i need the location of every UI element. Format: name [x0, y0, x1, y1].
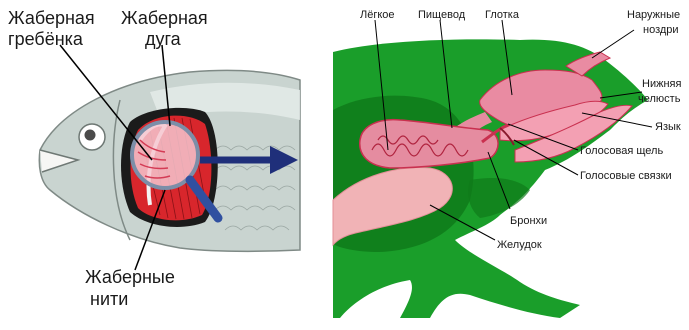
label-gill-rakers-line1: Жаберная — [8, 8, 95, 28]
label-gill-filaments-line2: нити — [90, 289, 128, 309]
label-glottis: Голосовая щель — [580, 145, 663, 157]
frog-diagram: Лёгкое Пищевод Глотка Наружные ноздри Ни… — [333, 9, 685, 318]
label-pharynx: Глотка — [485, 9, 520, 21]
label-gill-filaments: Жаберные нити — [85, 267, 180, 309]
label-gill-rakers-line2: гребёнка — [8, 29, 84, 49]
fish-pupil — [85, 130, 96, 141]
label-gill-arch-line1: Жаберная — [121, 8, 208, 28]
label-bronchi: Бронхи — [510, 215, 547, 227]
label-lung: Лёгкое — [360, 9, 395, 21]
fish-diagram: Жаберная гребёнка Жаберная дуга Жаберные… — [8, 8, 300, 309]
label-nostrils: Наружные ноздри — [627, 9, 683, 36]
label-tongue: Язык — [655, 121, 681, 133]
label-lower-jaw-line1: Нижняя — [642, 78, 681, 90]
label-stomach: Желудок — [497, 239, 542, 251]
label-gill-rakers: Жаберная гребёнка — [8, 8, 100, 49]
frog-leg-shadow — [468, 178, 530, 218]
label-esophagus: Пищевод — [418, 9, 466, 21]
label-gill-arch-line2: дуга — [145, 29, 182, 49]
label-gill-arch: Жаберная дуга — [121, 8, 213, 49]
label-vocal-cords: Голосовые связки — [580, 170, 672, 182]
label-nostrils-line1: Наружные — [627, 9, 680, 21]
label-lower-jaw: Нижняя челюсть — [638, 78, 685, 105]
label-gill-filaments-line1: Жаберные — [85, 267, 175, 287]
label-lower-jaw-line2: челюсть — [638, 93, 681, 105]
label-nostrils-line2: ноздри — [643, 24, 679, 36]
